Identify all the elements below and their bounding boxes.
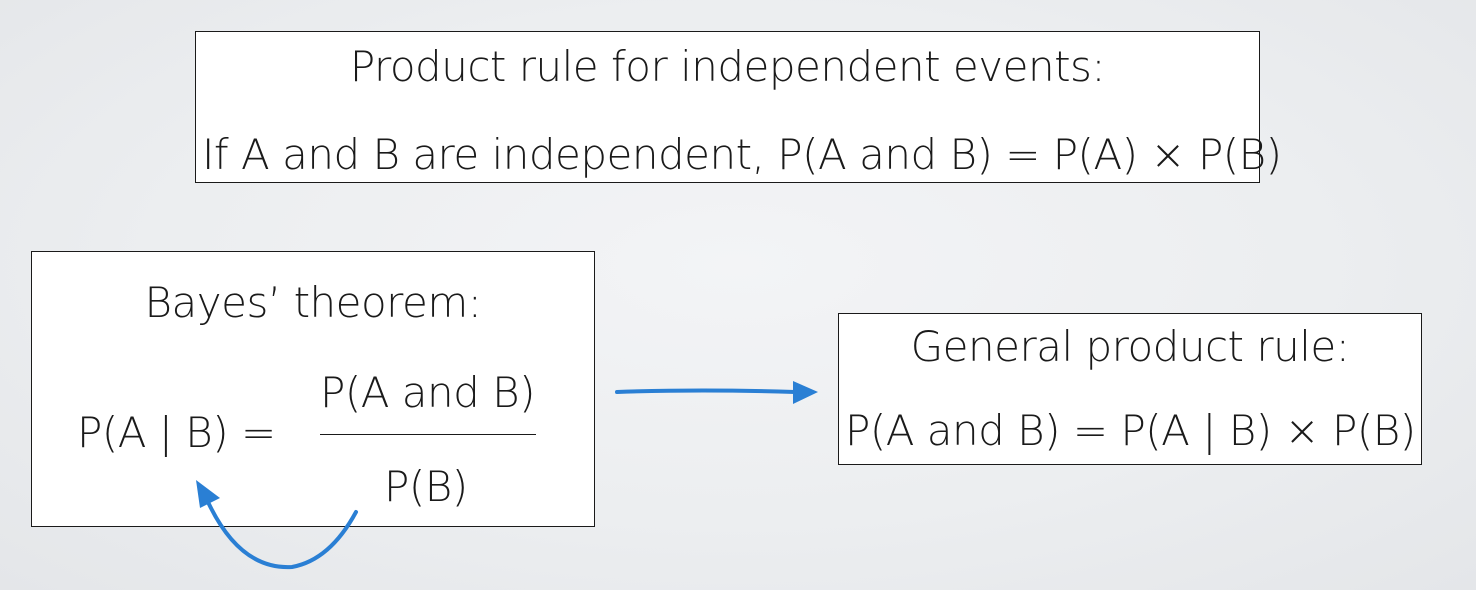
general-product-rule-title: General product rule:	[910, 322, 1350, 371]
bayes-theorem-box: Bayes’ theorem: P(A | B) = P(A and B) P(…	[31, 251, 595, 527]
general-product-rule-formula: P(A and B) = P(A | B) × P(B)	[845, 406, 1416, 455]
bayes-numerator: P(A and B)	[320, 368, 536, 417]
fraction-bar	[320, 434, 536, 435]
product-rule-box: Product rule for independent events: If …	[195, 31, 1282, 183]
product-rule-formula: If A and B are independent, P(A and B) =…	[202, 130, 1282, 179]
product-rule-title: Product rule for independent events:	[349, 42, 1106, 91]
bayes-lhs: P(A | B) =	[77, 408, 276, 457]
general-product-rule-box: General product rule: P(A and B) = P(A |…	[838, 313, 1422, 465]
bayes-denominator: P(B)	[384, 462, 468, 511]
right-arrow-icon	[615, 381, 818, 404]
bayes-theorem-title: Bayes’ theorem:	[144, 278, 482, 327]
